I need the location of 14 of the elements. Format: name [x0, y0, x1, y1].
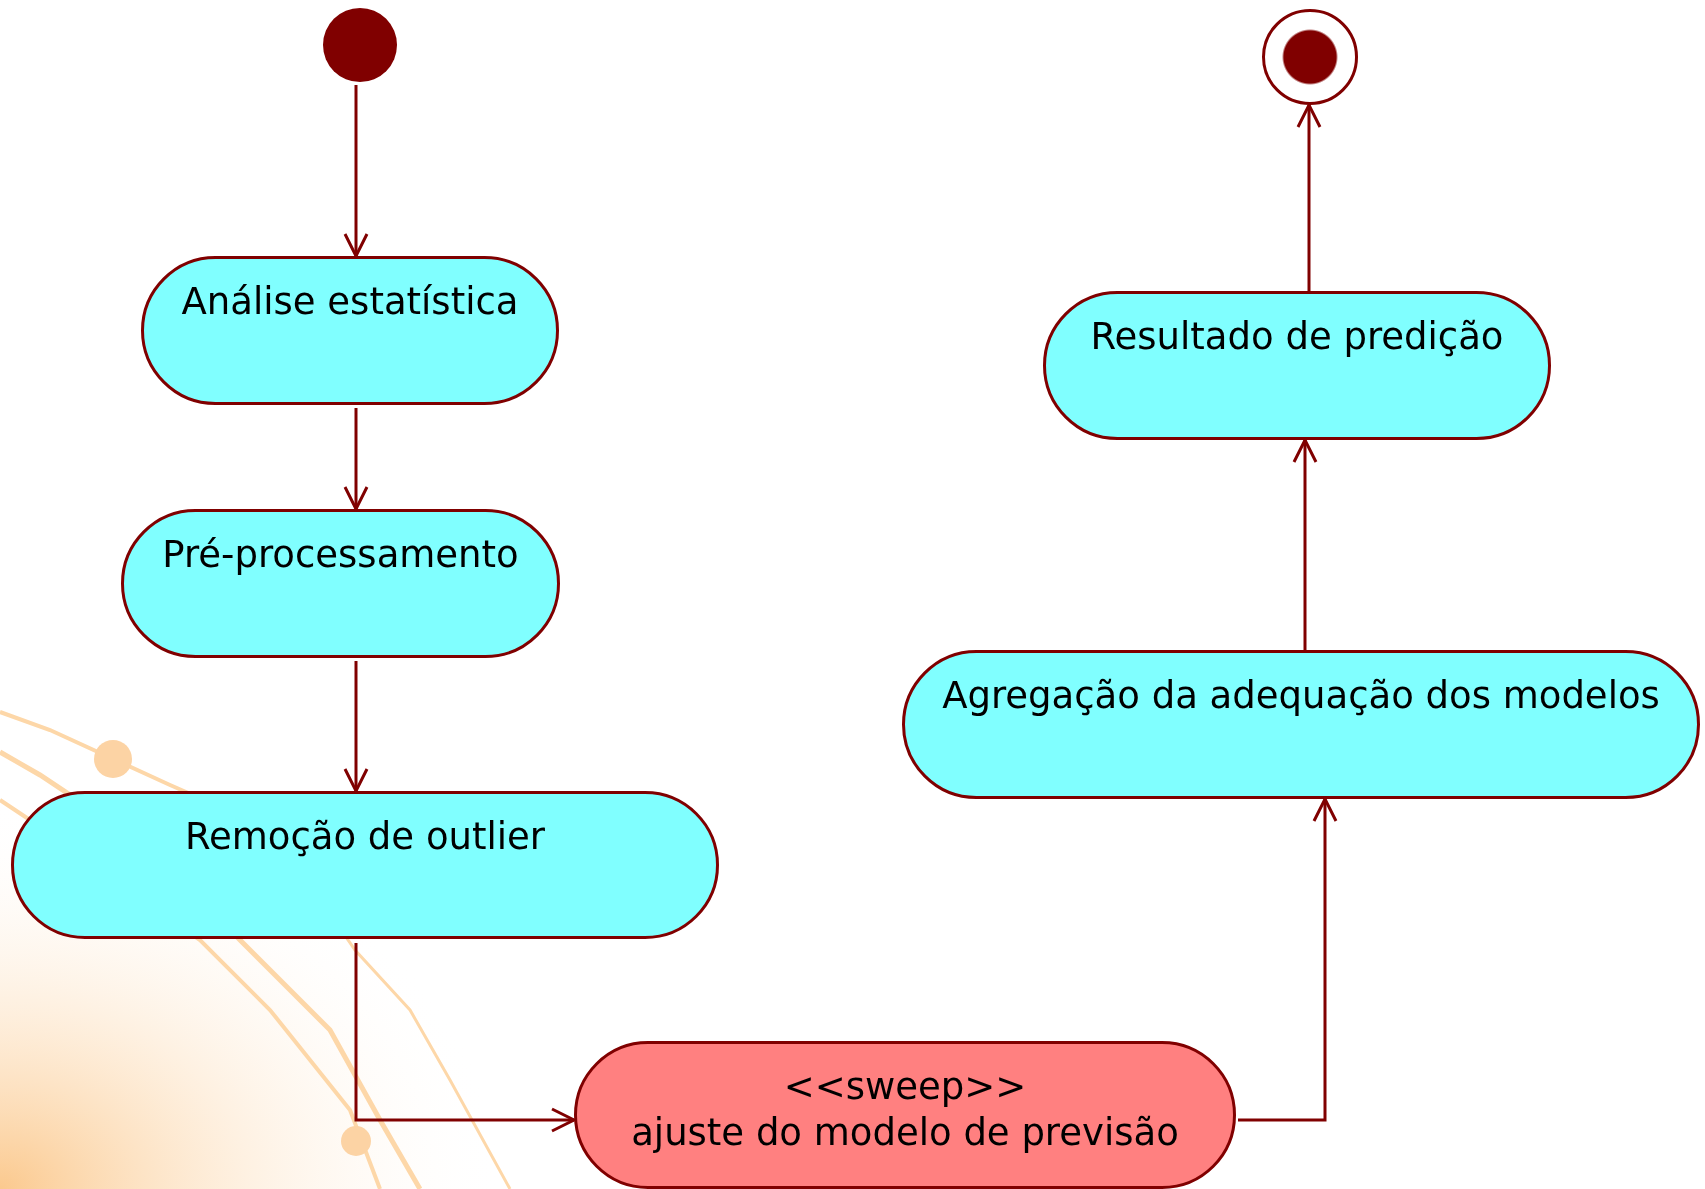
activity-label: <<sweep>> [783, 1064, 1027, 1110]
control-flow-arrow [343, 408, 369, 511]
control-flow-arrow [1296, 103, 1322, 291]
activity-label: Pré-processamento [162, 532, 519, 578]
activity-label: Análise estatística [181, 279, 519, 325]
control-flow-arrow [1292, 438, 1318, 650]
activity-label: ajuste do modelo de previsão [631, 1110, 1179, 1157]
activity-label: Resultado de predição [1090, 314, 1504, 360]
control-flow-arrow [343, 85, 369, 258]
control-flow-arrow [1238, 797, 1338, 1122]
control-flow-arrow [343, 661, 369, 793]
activity-label: Agregação da adequação dos modelos [942, 673, 1660, 719]
control-flow-arrow [354, 943, 576, 1133]
activity-label: Remoção de outlier [184, 814, 545, 860]
